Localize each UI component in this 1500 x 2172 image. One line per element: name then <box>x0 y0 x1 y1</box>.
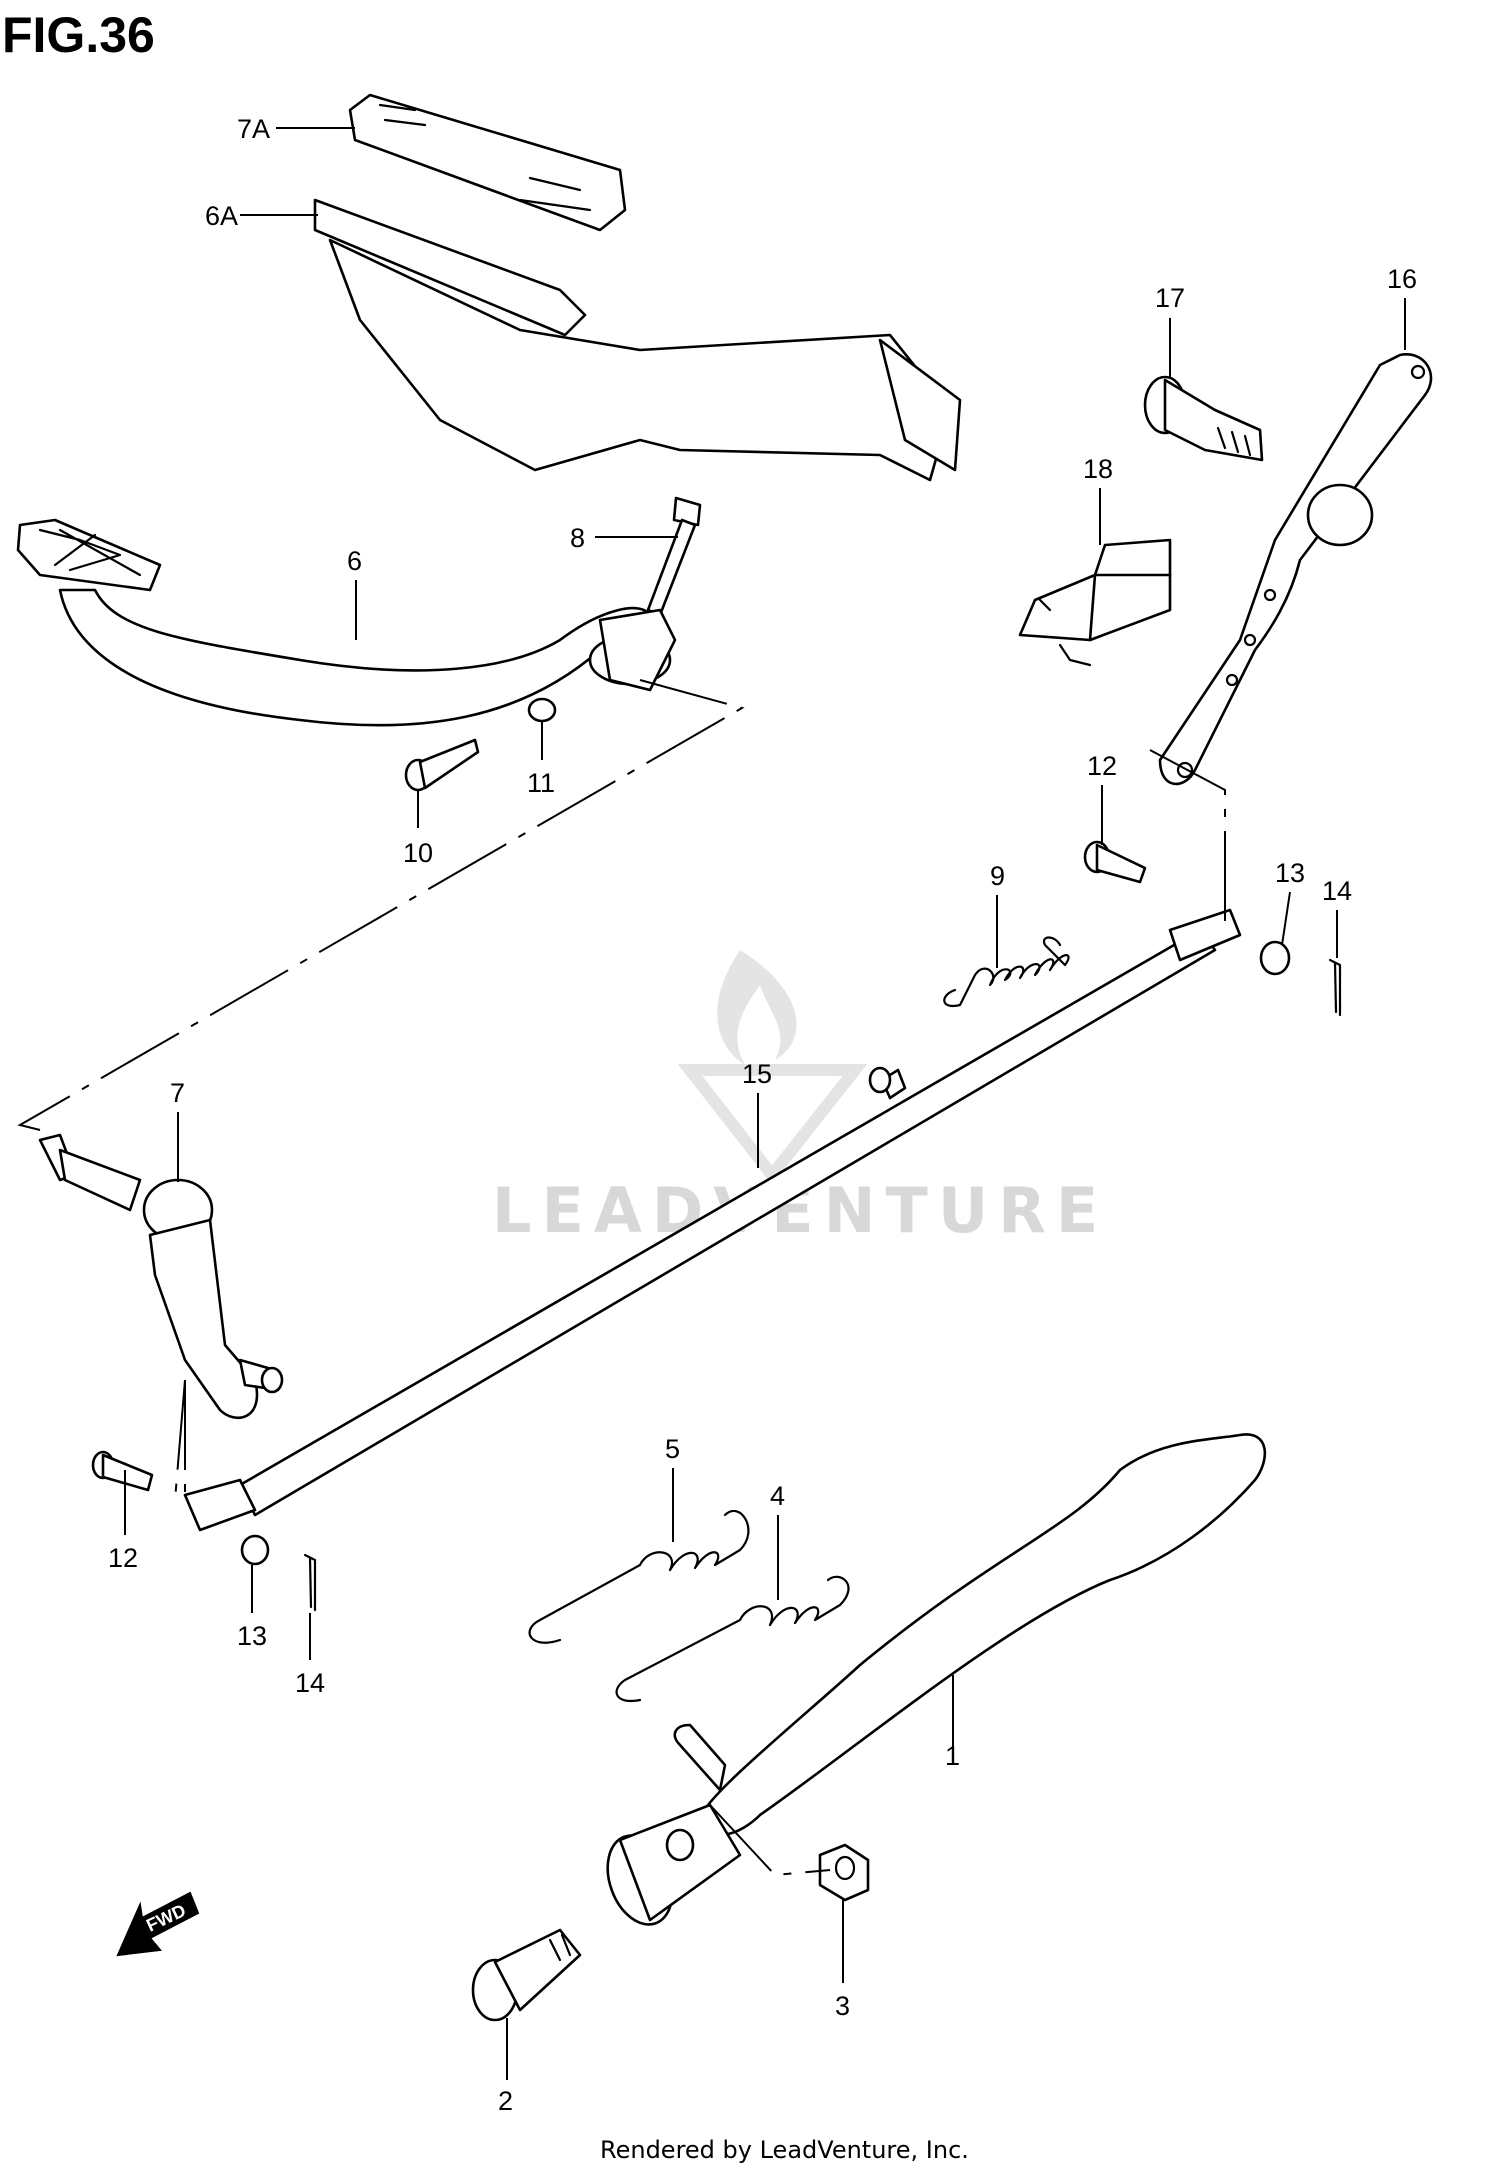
callout-1: 1 <box>945 1741 960 1771</box>
part-12-clevis-pin-lower <box>91 1450 154 1492</box>
part-5-spring <box>528 1509 750 1644</box>
part-18-cover <box>1018 538 1172 667</box>
callout-labels: 7A 6A 17 16 18 8 6 11 10 12 13 14 9 15 7… <box>108 114 1417 2116</box>
part-17-pivot-bolt <box>1143 375 1264 462</box>
callout-14-lower: 14 <box>295 1668 325 1698</box>
callout-6a: 6A <box>205 201 238 231</box>
part-7-shaft-lever <box>38 1133 284 1419</box>
part-9-spring <box>943 936 1070 1008</box>
part-12-clevis-pin-upper <box>1083 840 1147 884</box>
part-2-pivot-bolt <box>471 1928 582 2022</box>
part-4-spring <box>615 1575 850 1703</box>
callout-7: 7 <box>170 1078 185 1108</box>
callout-17: 17 <box>1155 283 1185 313</box>
callout-3: 3 <box>835 1991 850 2021</box>
part-13-washer-upper <box>1259 940 1291 976</box>
callout-13-lower: 13 <box>237 1621 267 1651</box>
part-8-bolt <box>646 496 702 617</box>
part-14-cotter-pin-upper <box>1328 958 1342 1017</box>
part-1-side-stand <box>606 1433 1267 1926</box>
callout-11: 11 <box>527 768 555 798</box>
callout-18: 18 <box>1083 454 1113 484</box>
part-6-brake-pedal <box>16 518 677 727</box>
footer-credit: Rendered by LeadVenture, Inc. <box>600 2136 969 2164</box>
part-16-lever <box>1158 353 1433 786</box>
part-15-rod <box>183 908 1242 1532</box>
callout-13-upper: 13 <box>1275 858 1305 888</box>
part-11-nut <box>527 697 557 723</box>
part-3-nut <box>818 1843 870 1902</box>
callout-16: 16 <box>1387 264 1417 294</box>
callout-10: 10 <box>403 838 433 868</box>
callout-12-lower: 12 <box>108 1543 138 1573</box>
connection-lines <box>17 679 1226 1877</box>
callout-15: 15 <box>742 1059 772 1089</box>
callout-8: 8 <box>570 523 585 553</box>
part-6a-pedal-arm <box>313 198 962 482</box>
callout-5: 5 <box>665 1434 680 1464</box>
leader-lines <box>124 127 1406 2080</box>
part-7a-pedal-rubber <box>348 93 627 232</box>
part-13-washer-lower <box>240 1534 270 1566</box>
leadventure-watermark: LEADVENTURE <box>492 950 1098 1247</box>
figure-title: FIG.36 <box>2 7 155 63</box>
callout-4: 4 <box>770 1481 785 1511</box>
callout-9: 9 <box>990 861 1005 891</box>
callout-6: 6 <box>347 546 362 576</box>
part-14-cotter-pin-lower <box>303 1553 317 1612</box>
callout-2: 2 <box>498 2086 513 2116</box>
callout-7a: 7A <box>237 114 270 144</box>
part-10-bolt <box>404 738 480 792</box>
fwd-arrow-icon: FWD <box>116 1891 200 1957</box>
callout-12-upper: 12 <box>1087 751 1117 781</box>
callout-14-upper: 14 <box>1322 876 1352 906</box>
